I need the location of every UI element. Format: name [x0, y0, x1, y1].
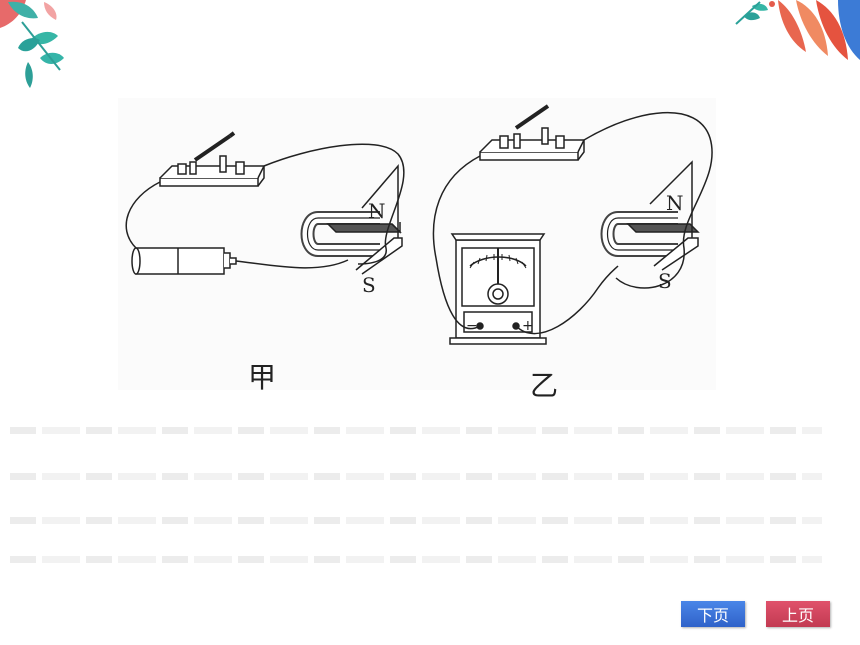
leaf-decoration-top-left [0, 0, 64, 88]
obscured-text-line [10, 427, 822, 434]
circuit-diagram: N S N S − + [125, 104, 713, 345]
galvanometer [449, 233, 547, 345]
obscured-text-line [10, 556, 822, 563]
south-pole-label-right: S [658, 269, 672, 293]
obscured-text-line [10, 473, 822, 480]
magnet-left [300, 163, 403, 275]
meter-plus-label: + [522, 318, 534, 334]
battery [131, 247, 237, 275]
south-pole-label-left: S [362, 273, 376, 297]
previous-page-button[interactable]: 上页 [766, 601, 830, 627]
north-pole-label-left: N [368, 199, 386, 223]
north-pole-label-right: N [666, 191, 684, 215]
switch-right [479, 104, 586, 161]
leaf-decoration-top-right [735, 0, 860, 60]
obscured-text-line [10, 517, 822, 524]
magnet-right [600, 160, 700, 271]
experiment-figure: N S N S − + 甲 乙 [118, 98, 716, 402]
switch-left [159, 131, 266, 187]
caption-right: 乙 [530, 369, 559, 402]
caption-left: 甲 [248, 361, 277, 394]
next-page-button[interactable]: 下页 [681, 601, 745, 627]
meter-minus-label: − [466, 318, 478, 334]
